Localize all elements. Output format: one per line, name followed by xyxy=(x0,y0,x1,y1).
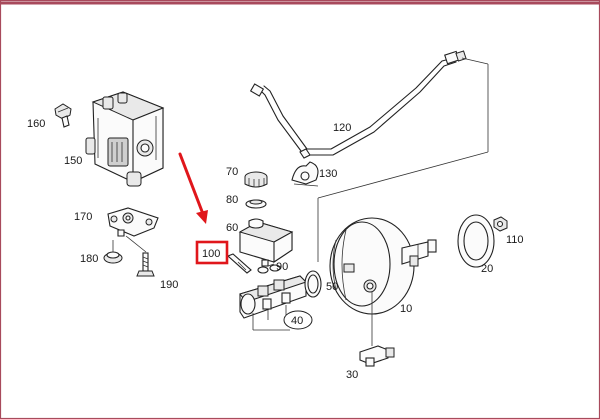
label-160[interactable]: 160 xyxy=(27,118,45,130)
label-170[interactable]: 170 xyxy=(74,211,92,223)
highlight-box-100 xyxy=(195,240,229,265)
label-70[interactable]: 70 xyxy=(226,166,238,178)
label-150[interactable]: 150 xyxy=(64,155,82,167)
label-40-circle xyxy=(283,310,313,330)
label-190[interactable]: 190 xyxy=(160,279,178,291)
label-30[interactable]: 30 xyxy=(346,369,358,381)
part-70-reservoir-cap[interactable] xyxy=(244,171,268,188)
part-60-reservoir[interactable] xyxy=(238,218,294,267)
label-20[interactable]: 20 xyxy=(481,263,493,275)
part-30-valve[interactable] xyxy=(359,292,395,367)
part-40-master-cylinder[interactable] xyxy=(239,275,307,319)
part-150-hydraulic-unit[interactable] xyxy=(85,91,165,187)
label-80[interactable]: 80 xyxy=(226,194,238,206)
label-40[interactable]: 40 xyxy=(291,315,303,327)
leader-170 xyxy=(125,235,147,253)
part-130-clip[interactable] xyxy=(291,161,319,187)
label-180[interactable]: 180 xyxy=(80,253,98,265)
label-10[interactable]: 10 xyxy=(400,303,412,315)
label-120[interactable]: 120 xyxy=(333,122,351,134)
label-110[interactable]: 110 xyxy=(506,234,524,246)
part-90-grommets[interactable] xyxy=(257,263,281,274)
part-160-sensor[interactable] xyxy=(54,103,72,128)
leader-120-diag xyxy=(317,151,489,199)
label-90[interactable]: 90 xyxy=(276,261,288,273)
part-170-bracket[interactable] xyxy=(107,207,159,237)
label-60[interactable]: 60 xyxy=(226,222,238,234)
part-180-grommet[interactable] xyxy=(103,240,123,264)
part-80-seal[interactable] xyxy=(245,199,267,209)
part-10-brake-booster[interactable] xyxy=(329,217,437,315)
highlight-arrow xyxy=(178,152,208,224)
label-50[interactable]: 50 xyxy=(326,281,338,293)
part-100-pin[interactable] xyxy=(226,253,252,274)
label-100[interactable]: 100 xyxy=(202,248,220,260)
leader-120-right xyxy=(461,57,489,65)
part-120-brake-line[interactable] xyxy=(249,50,467,159)
part-20-gasket[interactable] xyxy=(457,214,495,268)
label-130[interactable]: 130 xyxy=(319,168,337,180)
part-190-bolt[interactable] xyxy=(136,252,155,277)
part-110-nut[interactable] xyxy=(493,216,508,232)
part-50-o-ring[interactable] xyxy=(304,270,322,298)
